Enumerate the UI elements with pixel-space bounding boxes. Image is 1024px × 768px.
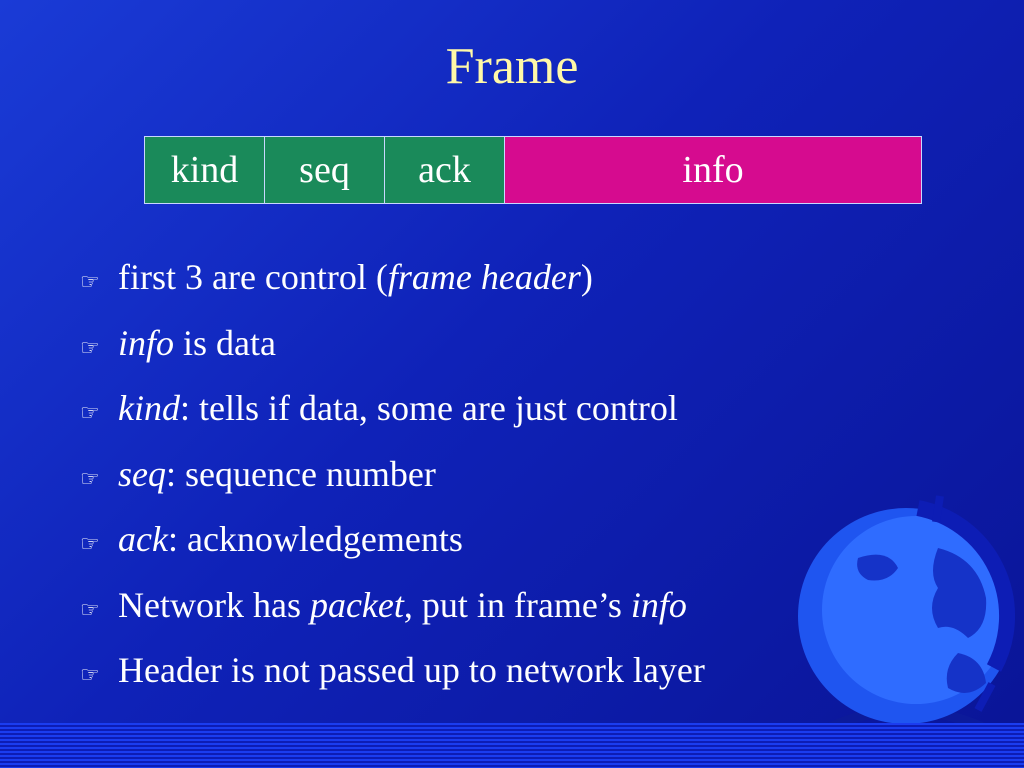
frame-format-table: kind seq ack info [144,136,922,204]
pointing-hand-icon: ☞ [80,269,100,294]
slide-title: Frame [445,38,579,95]
bullet-text: first 3 are control (frame header) [118,256,593,298]
frame-field-kind: kind [145,137,265,203]
pointing-hand-icon: ☞ [80,531,100,556]
pointing-hand-icon: ☞ [80,596,100,622]
bullet-item: ☞ ack: acknowledgements [80,518,900,584]
bullet-item: ☞ first 3 are control (frame header) [80,256,900,322]
bottom-bar [0,723,1024,768]
pointing-hand-icon: ☞ [80,662,100,687]
pointing-hand-icon: ☞ [80,334,100,360]
bullet-text-italic: packet [309,584,404,625]
pointing-hand-icon: ☞ [80,400,100,425]
bullet-text-part: : acknowledgements [167,519,463,559]
bullet-text: info is data [118,322,276,364]
bullet-text: Network has packet, put in frame’s info [118,584,687,626]
bullet-text-part: ) [580,257,593,297]
bullet-text-part: first 3 are control ( [118,257,388,297]
pointing-hand-icon: ☞ [80,465,100,491]
bullet-text-italic: ack [118,519,168,559]
frame-field-info: info [505,137,921,203]
globe-icon [798,495,1016,747]
bullet-item: ☞ info is data [80,322,900,388]
bullet-item: ☞ kind: tells if data, some are just cont… [80,387,900,453]
bullet-text: kind: tells if data, some are just contr… [118,387,678,429]
bullet-text: ack: acknowledgements [118,518,463,560]
bullet-text-part: : tells if data, some are just control [179,388,678,428]
bullet-text-part: : sequence number [166,453,436,494]
bullet-text-italic: info [118,322,175,363]
bullet-text-part: Network has [118,584,310,625]
bullet-item: ☞ Network has packet, put in frame’s info [80,584,900,650]
bullet-item: ☞ seq: sequence number [80,453,900,519]
bullet-text: Header is not passed up to network layer [118,649,705,691]
bullet-text-part: , put in frame’s [403,584,631,625]
bullet-text-part: is data [174,322,276,363]
bullet-text-italic: info [630,584,687,625]
frame-field-ack: ack [385,137,505,203]
bullet-item: ☞ Header is not passed up to network laye… [80,649,900,715]
bullet-text: seq: sequence number [118,453,436,495]
frame-field-seq: seq [265,137,385,203]
bullet-text-part: Header is not passed up to network layer [118,650,705,690]
bullet-text-italic: frame header [387,257,581,297]
bullet-text-italic: seq [118,453,166,494]
bullet-text-italic: kind [118,388,180,428]
bullet-list: ☞ first 3 are control (frame header) ☞ info… [80,256,900,715]
